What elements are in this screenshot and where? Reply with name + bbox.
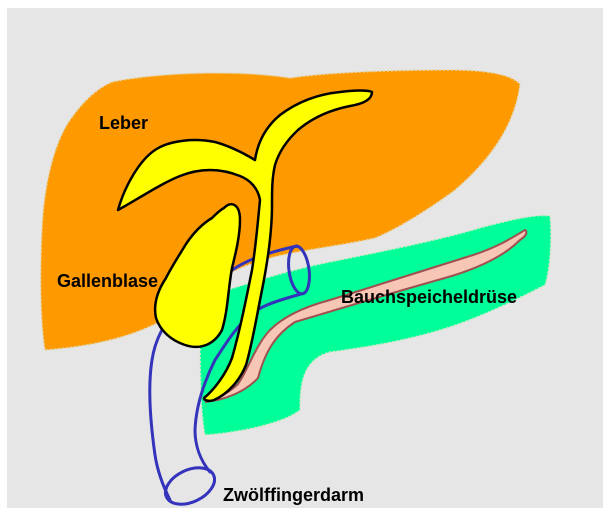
duodenum-label: Zwölffingerdarm [223, 486, 364, 504]
gallbladder-label: Gallenblase [57, 272, 158, 290]
liver-label: Leber [99, 114, 148, 132]
pancreas-label: Bauchspeicheldrüse [341, 288, 517, 306]
